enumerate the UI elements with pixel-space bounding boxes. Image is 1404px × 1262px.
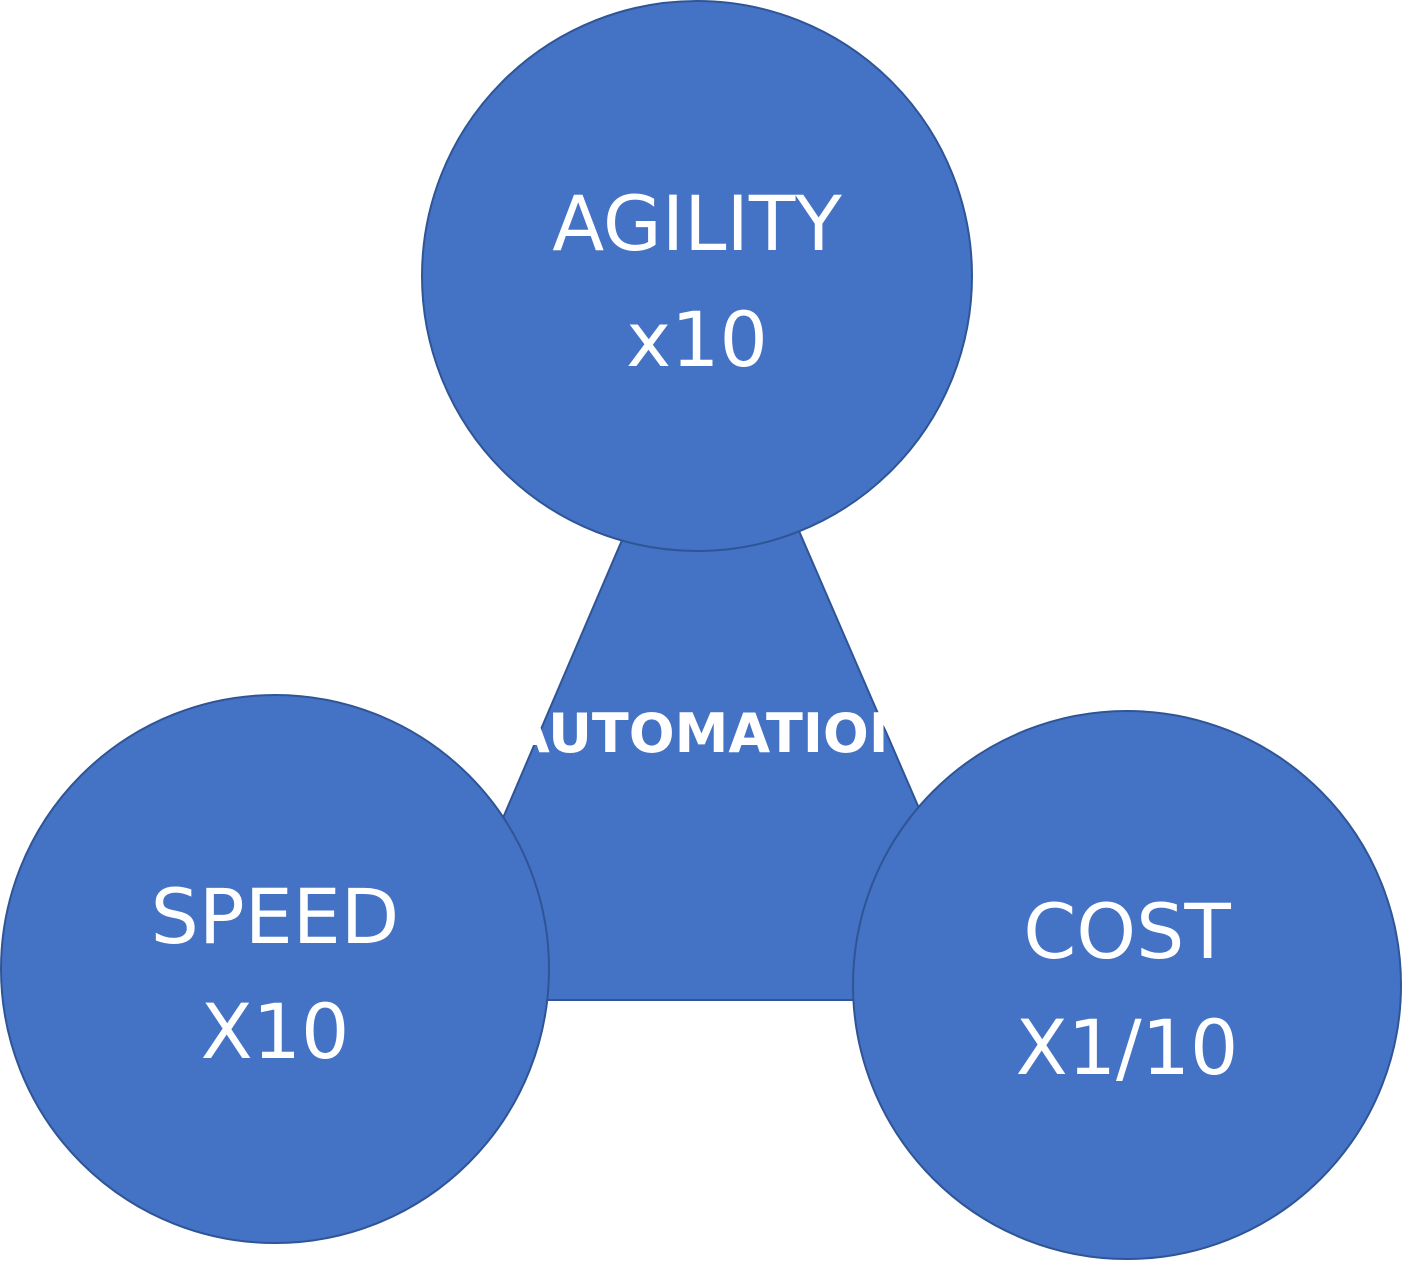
cost-value: X1/10 [1016, 1003, 1239, 1092]
speed-circle [0, 694, 550, 1244]
automation-triangle [423, 327, 1004, 1001]
cost-node: COST X1/10 [852, 710, 1402, 1260]
speed-node: SPEED X10 [0, 694, 550, 1244]
agility-value: x10 [626, 295, 768, 384]
agility-circle [421, 0, 973, 552]
agility-title: AGILITY [552, 179, 842, 268]
speed-value: X10 [201, 987, 350, 1076]
agility-node: AGILITY x10 [421, 0, 973, 552]
speed-title: SPEED [151, 872, 400, 961]
automation-label: AUTOMATION [508, 702, 914, 765]
cost-circle [852, 710, 1402, 1260]
cost-title: COST [1023, 887, 1231, 976]
